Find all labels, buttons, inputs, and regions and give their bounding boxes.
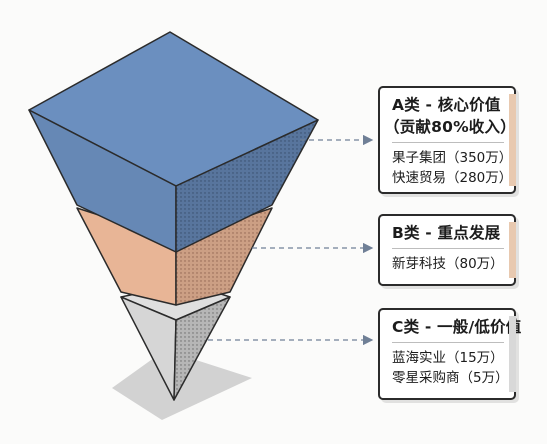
tier-b-accent <box>509 222 516 278</box>
tier-c-card: C类 - 一般/低价值 蓝海实业（15万） 零星采购商（5万） <box>378 308 522 400</box>
tier-c-accent <box>509 316 516 392</box>
tier-a-shape <box>28 31 319 253</box>
tier-a-divider <box>392 142 504 143</box>
tier-c-title: C类 - 一般/低价值 <box>392 318 522 336</box>
tier-c-divider <box>392 342 504 343</box>
tier-a-right-texture <box>176 120 318 252</box>
tier-a-subtitle: （贡献80%收入） <box>384 118 516 136</box>
tier-c-right-texture <box>174 297 230 400</box>
tier-a-title: A类 - 核心价值 <box>392 96 501 114</box>
tier-c-item: 零星采购商（5万） <box>392 370 509 386</box>
tier-c-item: 蓝海实业（15万） <box>392 350 504 366</box>
tier-a-card: A类 - 核心价值 （贡献80%收入） 果子集团（350万） 快速贸易（280万… <box>378 86 516 194</box>
tier-a-item: 果子集团（350万） <box>392 150 513 166</box>
tier-a-item: 快速贸易（280万） <box>392 170 513 186</box>
tier-b-divider <box>392 248 504 249</box>
tier-b-title: B类 - 重点发展 <box>392 224 501 242</box>
tier-b-item: 新芽科技（80万） <box>392 256 504 272</box>
tier-b-card: B类 - 重点发展 新芽科技（80万） <box>378 214 516 286</box>
tier-a-accent <box>509 94 516 186</box>
